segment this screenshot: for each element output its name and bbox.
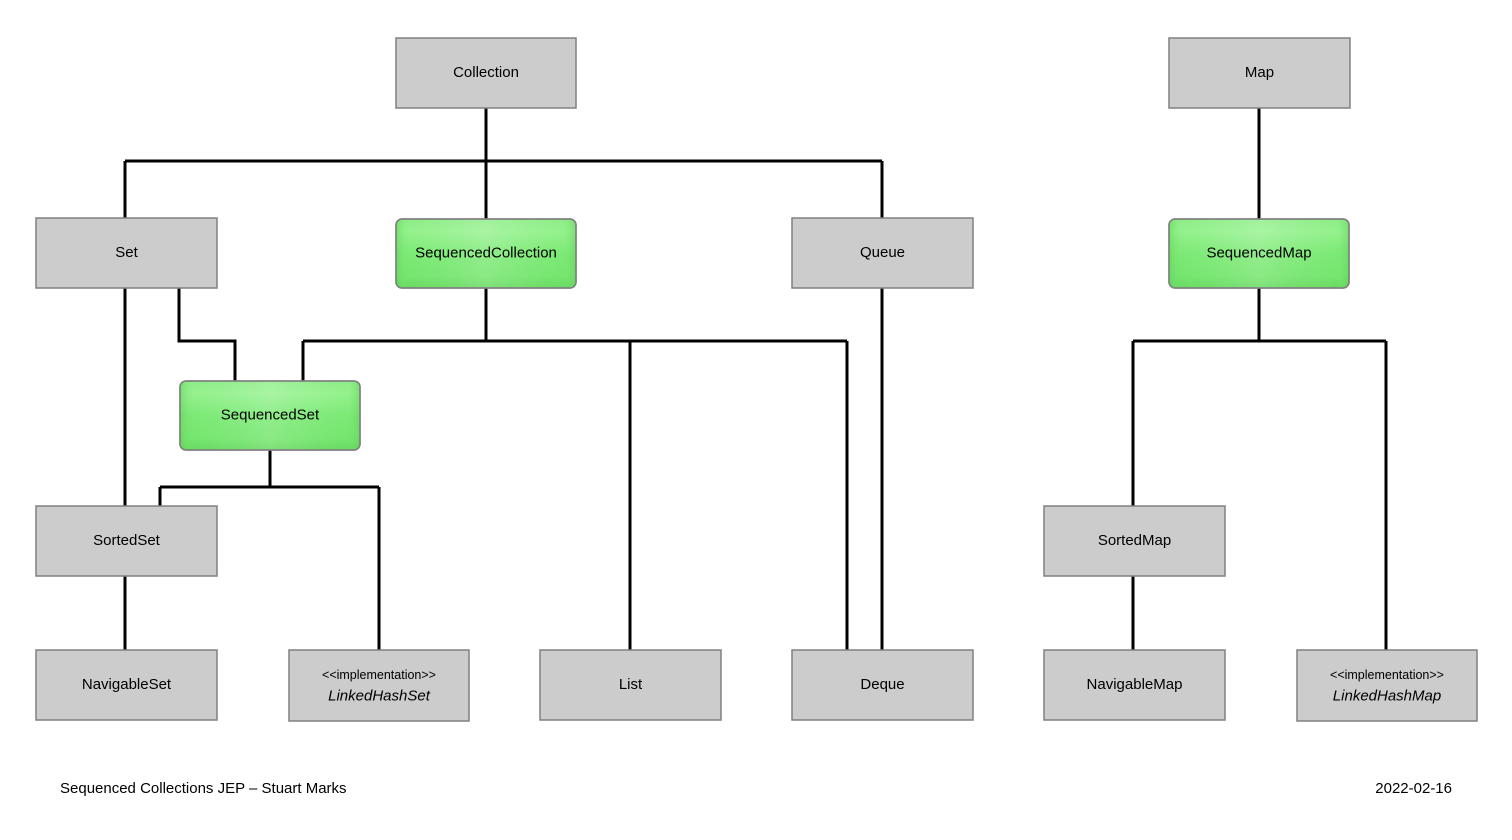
node-box-navigableset	[35, 649, 218, 721]
node-map[interactable]: Map	[1168, 37, 1351, 109]
node-deque[interactable]: Deque	[791, 649, 974, 721]
node-box-navigablemap	[1043, 649, 1226, 721]
node-linkedhashset[interactable]: <<implementation>> LinkedHashSet	[288, 649, 470, 722]
node-box-bevel-seqcollection	[395, 218, 577, 289]
node-seqset[interactable]: SequencedSet	[179, 380, 361, 451]
node-box-sortedset	[35, 505, 218, 577]
node-label-sortedset: SortedSet	[93, 532, 161, 549]
node-label-map: Map	[1245, 64, 1274, 81]
node-queue[interactable]: Queue	[791, 217, 974, 289]
node-label-seqcollection: SequencedCollection	[415, 244, 557, 261]
node-seqmap[interactable]: SequencedMap	[1168, 218, 1350, 289]
node-label-navigableset: NavigableSet	[82, 676, 172, 693]
node-box-list	[539, 649, 722, 721]
node-box-queue	[791, 217, 974, 289]
node-box-linkedhashset	[288, 649, 470, 722]
node-box-bevel-seqset	[179, 380, 361, 451]
node-label-seqmap: SequencedMap	[1206, 244, 1311, 261]
node-box-sortedmap	[1043, 505, 1226, 577]
node-box-collection	[395, 37, 577, 109]
node-box-bevel-seqmap	[1168, 218, 1350, 289]
node-navigablemap[interactable]: NavigableMap	[1043, 649, 1226, 721]
node-label-sortedmap: SortedMap	[1098, 532, 1171, 549]
edges-layer	[123, 108, 1388, 650]
node-stereotype-linkedhashmap: <<implementation>>	[1330, 668, 1444, 682]
node-sortedset[interactable]: SortedSet	[35, 505, 218, 577]
node-sortedmap[interactable]: SortedMap	[1043, 505, 1226, 577]
node-label-linkedhashmap: LinkedHashMap	[1333, 687, 1441, 704]
node-list[interactable]: List	[539, 649, 722, 721]
node-seqcollection[interactable]: SequencedCollection	[395, 218, 577, 289]
edge-set-to-seqset	[177, 288, 237, 381]
node-label-navigablemap: NavigableMap	[1087, 676, 1183, 693]
node-label-queue: Queue	[860, 244, 905, 261]
footer-date-label: 2022-02-16	[1375, 780, 1452, 797]
node-set[interactable]: Set	[35, 217, 218, 289]
node-box-map	[1168, 37, 1351, 109]
node-label-deque: Deque	[860, 676, 904, 693]
node-collection[interactable]: Collection	[395, 37, 577, 109]
node-box-set	[35, 217, 218, 289]
node-label-linkedhashset: LinkedHashSet	[328, 687, 431, 704]
node-navigableset[interactable]: NavigableSet	[35, 649, 218, 721]
node-label-list: List	[619, 676, 643, 693]
node-label-set: Set	[115, 244, 138, 261]
node-label-collection: Collection	[453, 64, 519, 81]
node-stereotype-linkedhashset: <<implementation>>	[322, 668, 436, 682]
footer-credit-label: Sequenced Collections JEP – Stuart Marks	[60, 780, 347, 797]
node-linkedhashmap[interactable]: <<implementation>> LinkedHashMap	[1296, 649, 1478, 722]
node-label-seqset: SequencedSet	[221, 406, 320, 423]
node-box-linkedhashmap	[1296, 649, 1478, 722]
node-box-deque	[791, 649, 974, 721]
